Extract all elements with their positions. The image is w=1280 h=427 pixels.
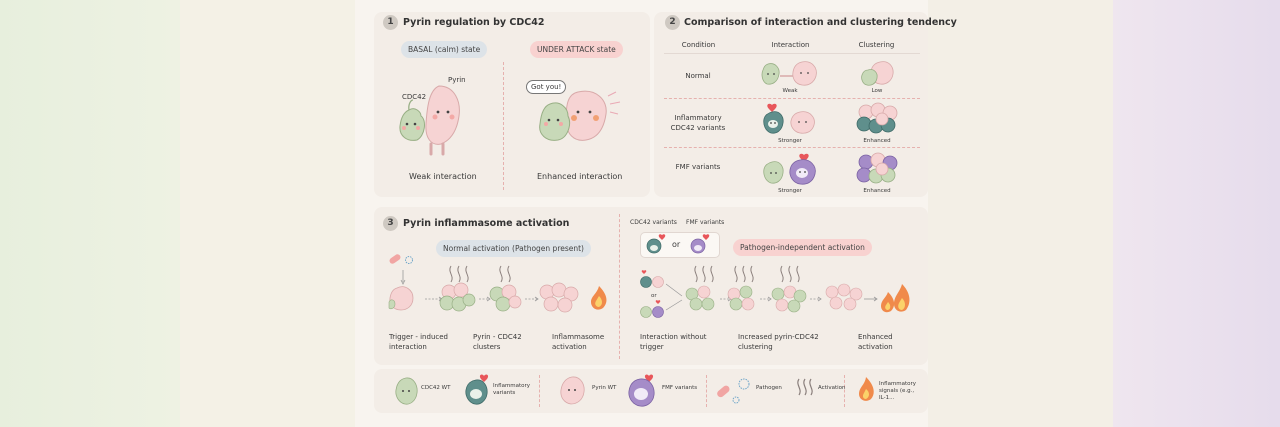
table-row-inflammatory-condition: Inflammatory CDC42 variants	[670, 114, 726, 132]
cdc42-wt-icon	[395, 377, 418, 405]
column-header-interaction: Interaction	[771, 41, 810, 49]
step-increased-clustering: Increased pyrin-CDC42 clustering	[738, 333, 819, 351]
label-pyrin: Pyrin	[448, 76, 466, 84]
normal-interaction-icon	[761, 61, 817, 86]
pathogen-independent-pill: Pathogen-independent activation	[733, 239, 872, 256]
variant-icons	[646, 234, 710, 254]
section-3-number: 3	[383, 216, 398, 231]
legend-divider-2	[706, 375, 707, 407]
table-row-inflammatory-interaction: Stronger	[778, 138, 802, 144]
label-fmf-variants: FMF variants	[686, 219, 725, 226]
legend-activation: Activation	[818, 385, 846, 391]
normal-activation-pill: Normal activation (Pathogen present)	[436, 240, 591, 257]
label-cdc42-variants: CDC42 variants	[630, 219, 677, 226]
step-pyrin-cdc42-clusters: Pyrin - CDC42 clusters	[473, 333, 522, 351]
pathogen-icon	[717, 378, 750, 404]
background-left	[180, 0, 355, 427]
table-row-normal-clustering: Low	[871, 88, 883, 94]
cdc42-and-pyrin-calm	[399, 85, 460, 156]
inflammatory-signal-icon	[859, 377, 874, 401]
or-label: or	[672, 240, 681, 249]
pyrin-wt-icon	[560, 376, 585, 405]
legend-cdc42-wt: CDC42 WT	[421, 385, 451, 391]
section-1-title: Pyrin regulation by CDC42	[403, 17, 545, 28]
label-cdc42: CDC42	[402, 93, 427, 101]
step-interaction-without-trigger: Interaction without trigger	[640, 333, 707, 351]
legend-pathogen: Pathogen	[756, 385, 782, 391]
table-row-fmf-clustering: Enhanced	[863, 188, 891, 194]
speech-bubble: Got you!	[526, 80, 567, 94]
column-header-condition: Condition	[681, 41, 716, 49]
legend-inflammatory-signals: Inflammatory signals (e.g., IL-1...	[879, 381, 917, 401]
attack-state-pill: UNDER ATTACK state	[530, 41, 623, 58]
fmf-variant-icon	[628, 374, 655, 407]
legend-divider-3	[844, 375, 845, 407]
table-header-rule	[664, 53, 920, 54]
table-row-fmf-condition: FMF variants	[675, 163, 721, 171]
section-2-title: Comparison of interaction and clustering…	[684, 17, 957, 28]
step-trigger-induced-interaction: Trigger - induced interaction	[389, 333, 448, 351]
cdc42-and-pyrin-interacting	[539, 90, 621, 141]
section-3-title: Pyrin inflammasome activation	[403, 218, 570, 229]
fmf-clustering-icon	[856, 152, 898, 184]
inflammatory-clustering-icon	[856, 102, 898, 134]
section-3-divider	[619, 214, 620, 359]
caption-enhanced-interaction: Enhanced interaction	[537, 172, 623, 181]
normal-activation-pathway	[388, 254, 607, 313]
table-row-inflammatory-clustering: Enhanced	[863, 138, 891, 144]
inflammatory-interaction-icon	[763, 103, 815, 134]
column-header-clustering: Clustering	[858, 41, 895, 49]
pathogen-independent-pathway	[640, 265, 910, 318]
table-row-normal-interaction: Weak	[782, 88, 798, 94]
inflammatory-variant-icon	[465, 374, 489, 405]
section-2-number: 2	[665, 15, 680, 30]
or-small-label: or	[651, 293, 657, 299]
normal-clustering-icon	[861, 61, 894, 86]
legend-fmf-variants: FMF variants	[662, 385, 698, 391]
legend-divider-1	[539, 375, 540, 407]
table-row-fmf-interaction: Stronger	[778, 188, 802, 194]
basal-state-pill: BASAL (calm) state	[401, 41, 488, 58]
step-enhanced-activation: Enhanced activation	[858, 333, 893, 351]
step-inflammasome-activation: Inflammasome activation	[552, 333, 605, 351]
legend-pyrin-wt: Pyrin WT	[592, 385, 617, 391]
background-right	[928, 0, 1113, 427]
activation-icon	[797, 378, 813, 396]
table-row-divider-1	[664, 98, 920, 99]
table-row-normal-condition: Normal	[685, 72, 711, 80]
caption-weak-interaction: Weak interaction	[409, 172, 477, 181]
table-row-divider-2	[664, 147, 920, 148]
legend-inflammatory-variants: Inflammatory variants	[493, 383, 531, 396]
section-1-divider	[503, 62, 504, 190]
section-1-number: 1	[383, 15, 398, 30]
fmf-interaction-icon	[763, 153, 816, 185]
